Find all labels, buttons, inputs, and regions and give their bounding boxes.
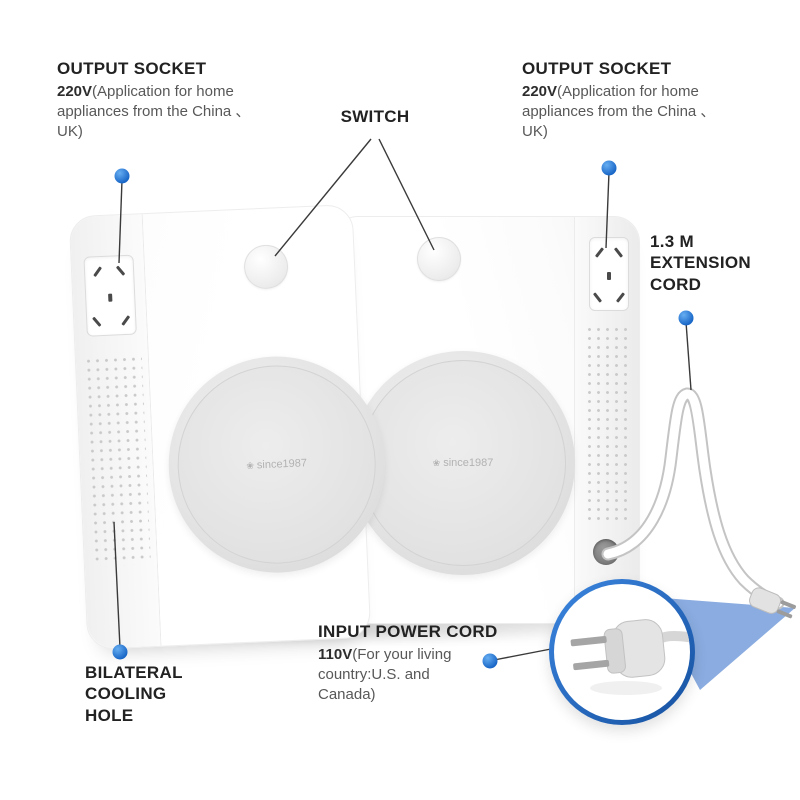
callout-dot-extension-cord	[678, 310, 694, 326]
annotation-description: 220V(Application for home appliances fro…	[57, 82, 257, 142]
annotation-output-socket-left: OUTPUT SOCKET 220V(Application for home …	[57, 58, 257, 142]
description-text: (Application for home appliances from th…	[57, 83, 251, 141]
zoom-circle	[549, 579, 695, 725]
socket-slot	[595, 246, 605, 258]
front-disc-inner-right: ❀ since1987	[360, 360, 566, 566]
callout-dot-output-left	[114, 168, 130, 184]
socket-slot	[121, 315, 131, 327]
plug-prong	[776, 609, 793, 619]
power-plug-small	[749, 587, 796, 619]
plug-face	[603, 628, 626, 674]
socket-slot	[92, 316, 102, 328]
us-plug	[570, 619, 690, 678]
cord-exit-hole	[593, 539, 619, 565]
output-socket-right	[589, 237, 629, 311]
socket-slot	[116, 265, 126, 277]
power-switch-right	[417, 237, 461, 281]
callout-line-extension-cord	[685, 321, 692, 391]
plug-prong	[570, 635, 607, 647]
description-text: (Application for home appliances from th…	[522, 83, 716, 141]
voltage-value: 110V	[318, 646, 353, 664]
description-text: (For your living country:U.S. and Canada…	[318, 646, 452, 704]
annotation-description: 220V(Application for home appliances fro…	[522, 82, 722, 142]
socket-slot	[593, 292, 603, 303]
power-switch-left	[243, 243, 289, 290]
voltage-value: 220V	[522, 83, 558, 101]
socket-slot	[92, 266, 102, 278]
brand-flower-icon: ❀	[432, 457, 441, 468]
annotation-description: 110V(For your living country:U.S. and Ca…	[318, 645, 483, 705]
cooling-holes-right	[585, 325, 633, 525]
brand-flower-icon: ❀	[246, 460, 255, 471]
annotation-title: OUTPUT SOCKET	[57, 59, 207, 78]
cooling-holes-left	[83, 354, 151, 567]
front-disc-right: ❀ since1987	[351, 351, 575, 575]
brand-logo-right: ❀ since1987	[433, 457, 494, 469]
annotation-cooling-hole: BILATERAL COOLING HOLE	[85, 662, 190, 726]
socket-slot	[607, 271, 611, 280]
plug-body	[749, 587, 782, 614]
callout-dot-cooling-hole	[112, 644, 128, 660]
plug-prong	[573, 659, 610, 671]
annotation-title: BILATERAL COOLING HOLE	[85, 663, 183, 725]
annotation-title: 1.3 M EXTENSION CORD	[650, 232, 751, 294]
socket-slot	[613, 246, 623, 258]
annotation-title: SWITCH	[340, 107, 410, 126]
annotation-output-socket-right: OUTPUT SOCKET 220V(Application for home …	[522, 58, 722, 142]
voltage-converter-left: ❀ since1987	[68, 204, 390, 650]
voltage-value: 220V	[57, 83, 93, 101]
front-disc-inner-left: ❀ since1987	[173, 361, 380, 568]
zoom-circle-inner	[554, 584, 690, 720]
brand-text: since1987	[443, 457, 494, 469]
annotation-title: INPUT POWER CORD	[318, 622, 498, 641]
plug-prong	[780, 600, 796, 610]
callout-dot-input-cord	[482, 653, 498, 669]
socket-slot	[615, 292, 625, 303]
annotation-title: OUTPUT SOCKET	[522, 59, 672, 78]
front-disc-left: ❀ since1987	[164, 351, 390, 578]
annotation-extension-cord: 1.3 M EXTENSION CORD	[650, 231, 765, 295]
annotation-input-power-cord: INPUT POWER CORD 110V(For your living co…	[318, 621, 503, 705]
voltage-converter-right: ❀ since1987	[332, 216, 640, 624]
socket-slot	[108, 293, 113, 302]
us-plug-illustration	[570, 619, 690, 695]
brand-logo-left: ❀ since1987	[246, 457, 307, 472]
brand-text: since1987	[256, 457, 308, 472]
plug-shadow	[590, 681, 662, 695]
annotation-switch: SWITCH	[330, 106, 420, 127]
output-socket-left	[83, 254, 137, 337]
callout-dot-output-right	[601, 160, 617, 176]
